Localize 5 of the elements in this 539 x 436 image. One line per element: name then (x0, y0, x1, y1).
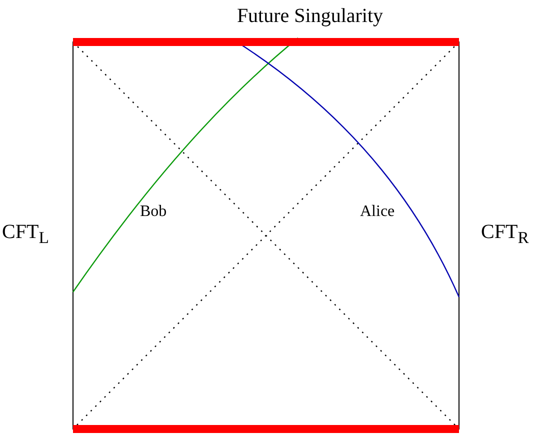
diagram-title: Future Singularity (236, 6, 384, 26)
region-label: Alice (360, 204, 395, 220)
region-label: Bob (140, 204, 167, 220)
region-label: CFT$_{L}$ (2, 222, 49, 247)
region-label: CFT$_{R}$ (481, 222, 529, 247)
